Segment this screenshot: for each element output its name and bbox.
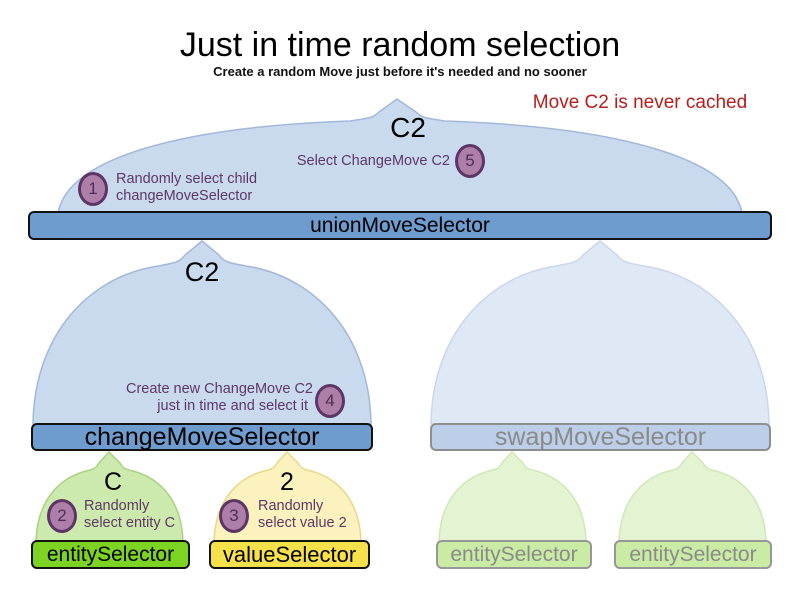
union-move-selector-bar: unionMoveSelector (28, 211, 772, 240)
page-subtitle: Create a random Move just before it's ne… (213, 64, 587, 79)
value-dome-shape (213, 450, 362, 543)
swap-dome-shape (430, 240, 770, 425)
cache-note: Move C2 is never cached (532, 92, 748, 113)
step-2-annotation: Randomly select entity C (84, 498, 175, 532)
swap-move-selector-bar: swapMoveSelector (430, 423, 771, 451)
entity-selector-faded-right-bar: entitySelector (614, 540, 772, 569)
value-selector-bar: valueSelector (209, 540, 370, 569)
step-3-badge: 3 (219, 499, 249, 533)
step-3-line-1: Randomly (258, 498, 324, 514)
entity-faded-left-dome-shape (438, 450, 587, 543)
step-4-annotation: Create new ChangeMove C2 just in time an… (126, 381, 313, 415)
step-1-line-2: changeMoveSelector (116, 188, 253, 204)
union-dome-shape (57, 98, 743, 214)
step-1-line-1: Randomly select child (116, 171, 258, 187)
entity-selector-faded-left-bar: entitySelector (436, 540, 592, 569)
step-3-annotation: Randomly select value 2 (258, 498, 347, 532)
step-4-badge: 4 (315, 384, 345, 418)
step-5-annotation: Select ChangeMove C2 (292, 153, 450, 170)
step-3-line-2: select value 2 (258, 515, 347, 531)
change-move-selector-bar: changeMoveSelector (31, 423, 373, 451)
step-2-badge: 2 (47, 499, 77, 533)
move-label-entity-output: C (103, 468, 123, 496)
entity-selector-bar: entitySelector (31, 540, 190, 569)
step-2-line-1: Randomly (84, 498, 150, 514)
move-label-change-output: C2 (184, 257, 220, 287)
entity-faded-right-dome-shape (618, 450, 767, 543)
step-5-badge: 5 (455, 144, 485, 178)
move-label-union-output: C2 (390, 112, 426, 143)
step-2-line-2: select entity C (84, 515, 176, 531)
step-4-line-1: Create new ChangeMove C2 (126, 381, 313, 397)
step-1-annotation: Randomly select child changeMoveSelector (116, 171, 257, 205)
step-4-line-2: just in time and select it (157, 398, 308, 414)
move-label-value-output: 2 (280, 468, 294, 496)
page-title: Just in time random selection (179, 26, 621, 64)
step-1-badge: 1 (78, 172, 108, 206)
step-5-line-1: Select ChangeMove C2 (296, 153, 450, 169)
change-dome-shape (32, 240, 372, 425)
